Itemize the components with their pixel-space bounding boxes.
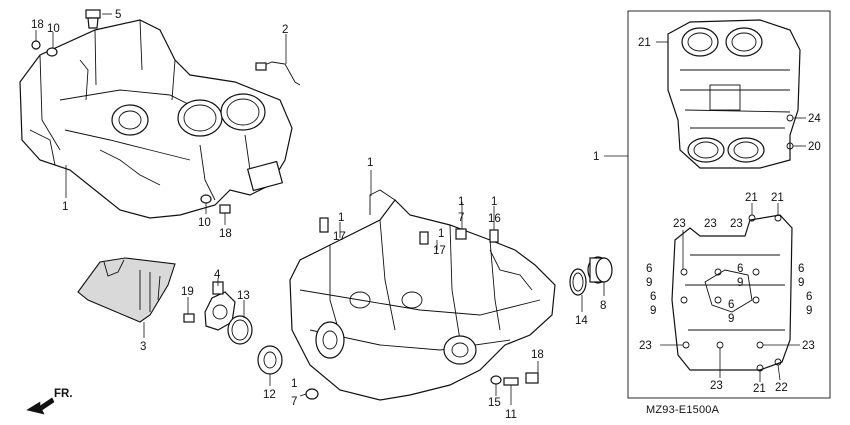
callout-20: 20 <box>808 141 821 153</box>
callout-18: 18 <box>31 19 44 31</box>
callout-21: 21 <box>638 37 651 49</box>
bolt-7 <box>299 388 319 400</box>
callout-17: 17 <box>433 245 446 257</box>
callout-9: 9 <box>798 277 804 289</box>
bolts-bottom-right <box>490 361 539 405</box>
callout-23: 23 <box>704 218 717 230</box>
callout-7: 7 <box>458 212 464 224</box>
callout-15: 15 <box>488 397 501 409</box>
callout-13: 13 <box>237 290 250 302</box>
callout-14: 14 <box>575 315 588 327</box>
oil-pipe <box>255 34 301 86</box>
upper-crankcase <box>19 19 293 219</box>
callout-23: 23 <box>802 340 815 352</box>
callout-10: 10 <box>47 23 60 35</box>
oil-pump-assembly <box>183 278 253 345</box>
oil-seal <box>257 345 283 386</box>
callout-21: 21 <box>771 192 784 204</box>
callout-9: 9 <box>737 277 743 289</box>
callout-18: 18 <box>531 349 544 361</box>
callout-4: 4 <box>214 269 221 281</box>
callout-16: 16 <box>488 213 501 225</box>
callout-9: 9 <box>728 313 734 325</box>
callout-1: 1 <box>593 151 599 163</box>
callout-19: 19 <box>181 286 194 298</box>
callout-9: 9 <box>650 305 656 317</box>
callout-3: 3 <box>140 341 146 353</box>
oil-pressure-switch <box>85 9 112 29</box>
callout-5: 5 <box>115 9 121 21</box>
callout-12: 12 <box>263 389 276 401</box>
callout-22: 22 <box>775 382 788 394</box>
callout-1: 1 <box>458 196 464 208</box>
callout-23: 23 <box>710 380 723 392</box>
front-direction-label: FR. <box>54 388 73 400</box>
dowel-pins <box>319 202 499 250</box>
callout-6: 6 <box>728 299 734 311</box>
callout-1: 1 <box>291 378 297 390</box>
callout-18: 18 <box>219 228 232 240</box>
lower-crankcase <box>289 189 556 401</box>
callout-6: 6 <box>798 263 804 275</box>
callout-1: 1 <box>62 201 68 213</box>
callout-1: 1 <box>367 157 373 169</box>
callout-23: 23 <box>639 340 652 352</box>
callout-10: 10 <box>198 217 211 229</box>
callout-1: 1 <box>338 212 344 224</box>
callout-21: 21 <box>745 192 758 204</box>
callout-6: 6 <box>737 263 743 275</box>
callout-6: 6 <box>650 291 656 303</box>
bolt-washer-top <box>31 30 58 57</box>
callout-11: 11 <box>505 409 517 421</box>
crankcase-set-box <box>604 10 831 399</box>
callout-9: 9 <box>806 305 812 317</box>
callout-21: 21 <box>753 383 766 395</box>
callout-6: 6 <box>646 263 652 275</box>
callout-7: 7 <box>291 396 297 408</box>
diagram-code: MZ93-E1500A <box>646 404 720 416</box>
oil-strainer <box>77 257 176 338</box>
bolt-washer-mid <box>200 194 231 225</box>
callout-23: 23 <box>730 218 743 230</box>
callout-8: 8 <box>600 300 606 312</box>
seal-cap <box>569 256 613 312</box>
front-direction-arrow: FR. <box>26 388 73 415</box>
callout-1: 1 <box>438 228 444 240</box>
callout-9: 9 <box>646 277 652 289</box>
callout-6: 6 <box>806 291 812 303</box>
callout-2: 2 <box>282 24 288 36</box>
callout-17: 17 <box>333 231 346 243</box>
callout-24: 24 <box>808 113 821 125</box>
callout-1: 1 <box>491 196 497 208</box>
callout-23: 23 <box>673 218 686 230</box>
